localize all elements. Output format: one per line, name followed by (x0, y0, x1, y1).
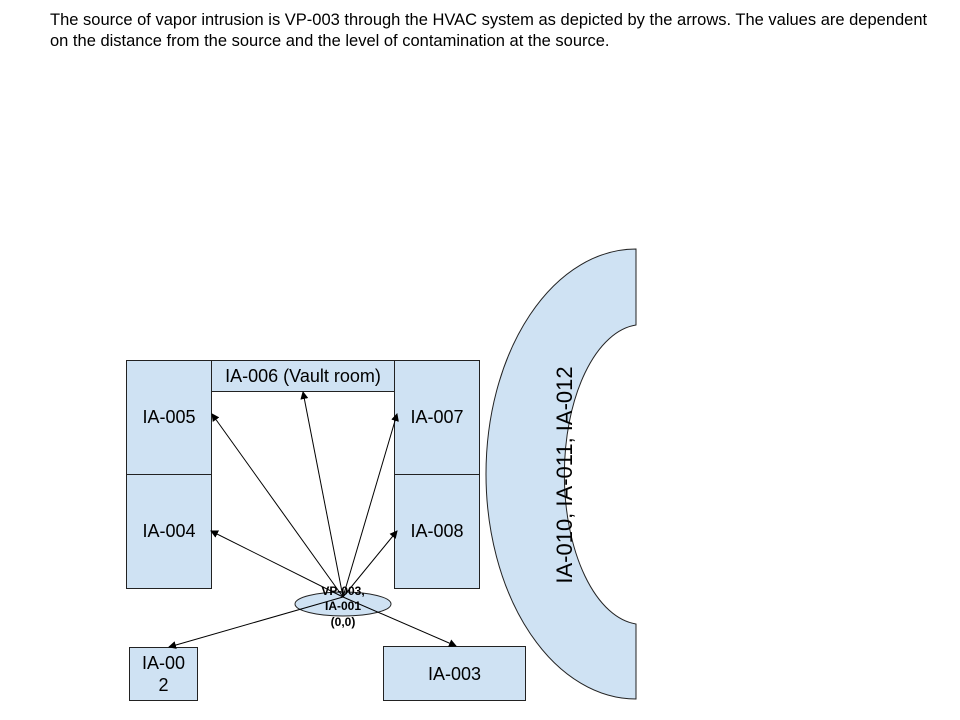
source-ellipse-vp-003 (294, 591, 392, 617)
arrow-to-ia-004 (210, 530, 344, 598)
arrow-to-ia-008 (342, 530, 398, 598)
room-ia-006: IA-006 (Vault room) (211, 360, 395, 392)
arrow-to-ia-007 (342, 413, 399, 598)
room-ia-002-label: IA-00 2 (141, 653, 186, 695)
room-ia-004: IA-004 (126, 474, 212, 589)
room-ia-008-label: IA-008 (410, 520, 464, 541)
room-ia-007-label: IA-007 (410, 406, 464, 427)
room-ia-004-label: IA-004 (142, 520, 196, 541)
room-ia-005-label: IA-005 (142, 406, 196, 427)
arrow-to-ia-002 (168, 596, 344, 649)
arrow-to-ia-003 (342, 596, 457, 647)
diagram-description: The source of vapor intrusion is VP-003 … (50, 11, 928, 50)
room-ia-003-label: IA-003 (427, 663, 482, 684)
room-ia-007: IA-007 (394, 360, 480, 475)
room-ia-006-label: IA-006 (Vault room) (225, 366, 381, 386)
source-label-line-2: IA-001 (324, 599, 362, 613)
room-ia-002: IA-00 2 (129, 647, 198, 701)
room-ia-005: IA-005 (126, 360, 212, 475)
source-label-line-1: VP-003, (321, 584, 365, 598)
arrow-to-ia-006 (300, 391, 344, 598)
arc-room-ia-010-012 (485, 248, 637, 700)
arrow-to-ia-005 (211, 413, 344, 598)
source-label-line-3: (0,0) (330, 615, 356, 629)
